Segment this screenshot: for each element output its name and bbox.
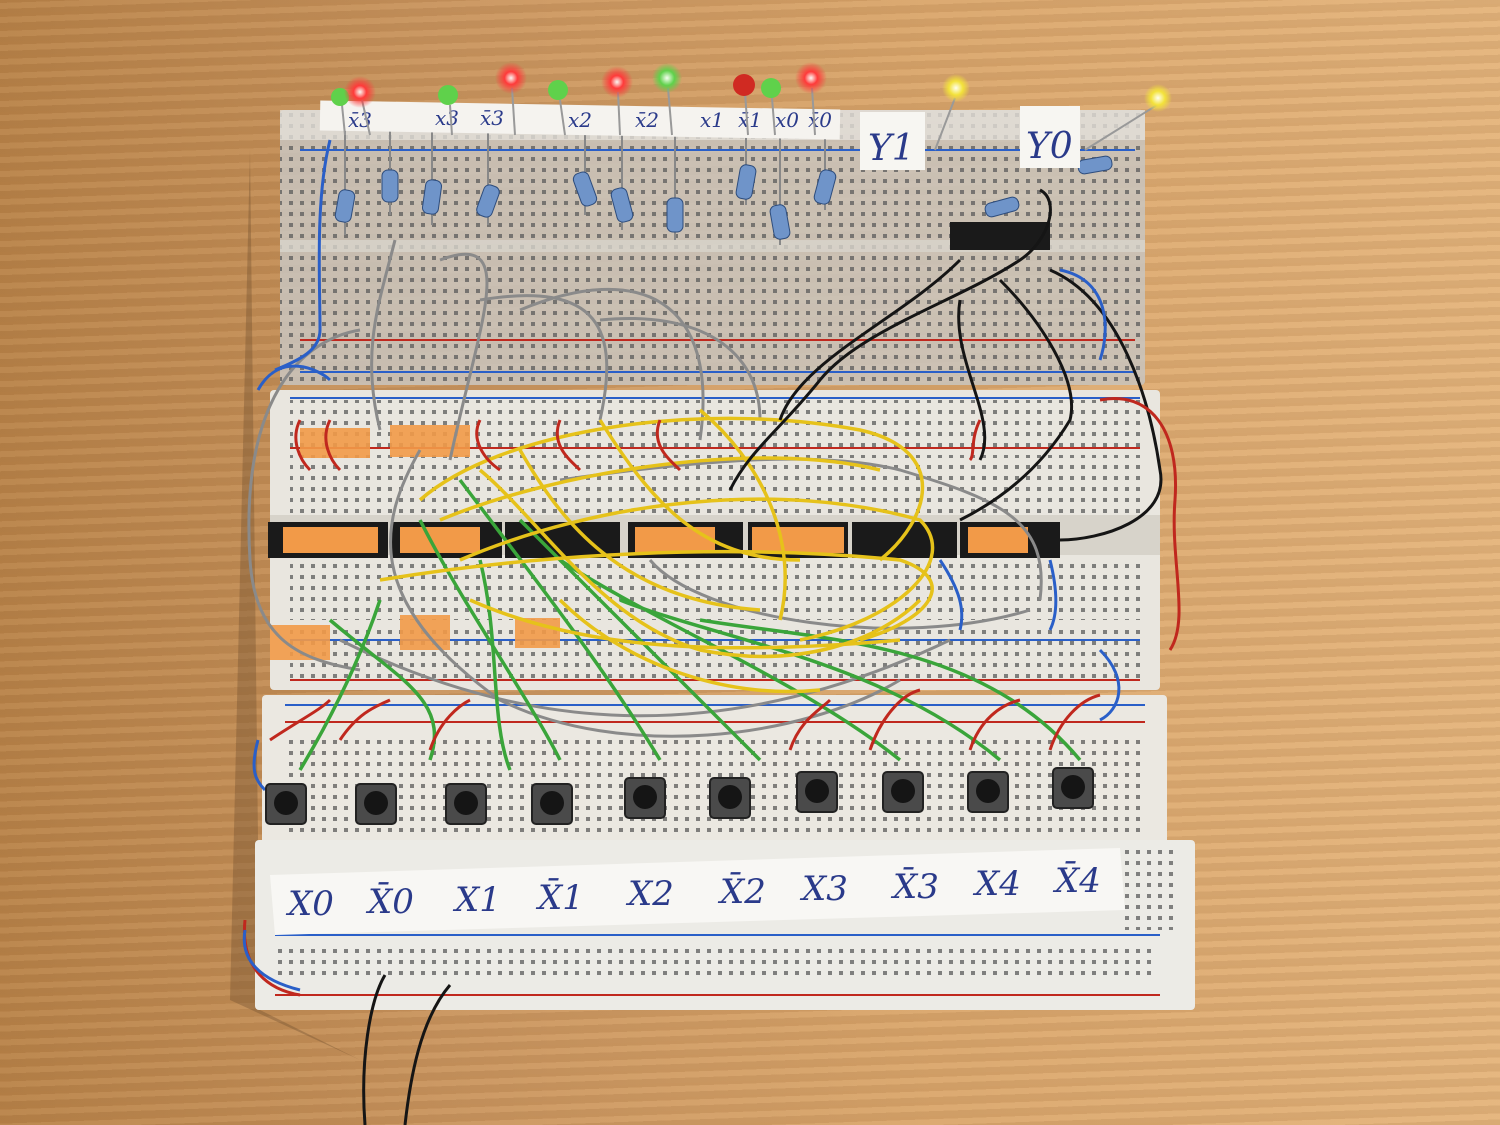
led-red — [795, 62, 827, 94]
output-labels: Y1 Y0 — [860, 106, 1080, 170]
top-label: x̄3 — [480, 106, 504, 130]
push-buttons — [265, 767, 1094, 825]
top-label: x3 — [435, 106, 459, 130]
top-label: x̄0 — [808, 108, 832, 132]
top-labels: x̄3 x3 x̄3 x2 x̄2 x1 x̄1 x0 x̄0 — [348, 106, 832, 132]
input-label: X̄4 — [1052, 860, 1101, 901]
input-label: X4 — [972, 864, 1021, 904]
input-label: X3 — [799, 869, 848, 909]
output-label-y0: Y0 — [1026, 126, 1073, 167]
led-yellow — [942, 74, 970, 102]
input-label-strip — [270, 848, 1125, 935]
top-label: x̄2 — [635, 108, 659, 132]
led-green — [761, 78, 781, 98]
wires-black — [362, 188, 1163, 1125]
input-label: X2 — [625, 874, 674, 914]
button-breadboard — [262, 695, 1167, 845]
led-green — [652, 63, 682, 93]
input-label: X0 — [285, 884, 334, 924]
output-label-y1: Y1 — [868, 128, 915, 169]
input-label: X1 — [452, 880, 501, 920]
led-red — [733, 74, 755, 96]
top-label: x2 — [568, 108, 592, 132]
input-label: X̄2 — [717, 871, 766, 912]
wires-green — [298, 478, 1082, 771]
leds — [331, 62, 1172, 151]
top-label: x1 — [700, 108, 724, 132]
led-red — [344, 76, 376, 108]
input-label: X̄1 — [535, 877, 584, 918]
led-green — [548, 80, 568, 100]
led-yellow — [1144, 84, 1172, 112]
led-green — [438, 85, 458, 105]
led-red — [495, 62, 527, 94]
input-label: X̄3 — [890, 866, 939, 907]
input-labels: X0 X̄0 X1 X̄1 X2 X̄2 X3 X̄3 X4 X̄4 — [285, 860, 1101, 924]
wires-red — [242, 397, 1181, 997]
top-label: x̄1 — [738, 108, 762, 132]
input-label: X̄0 — [365, 881, 414, 922]
led-red — [601, 66, 633, 98]
ic-row — [268, 222, 1060, 558]
wires-yellow — [379, 408, 935, 694]
wires-blue — [242, 139, 1121, 992]
top-label: x0 — [775, 108, 799, 132]
